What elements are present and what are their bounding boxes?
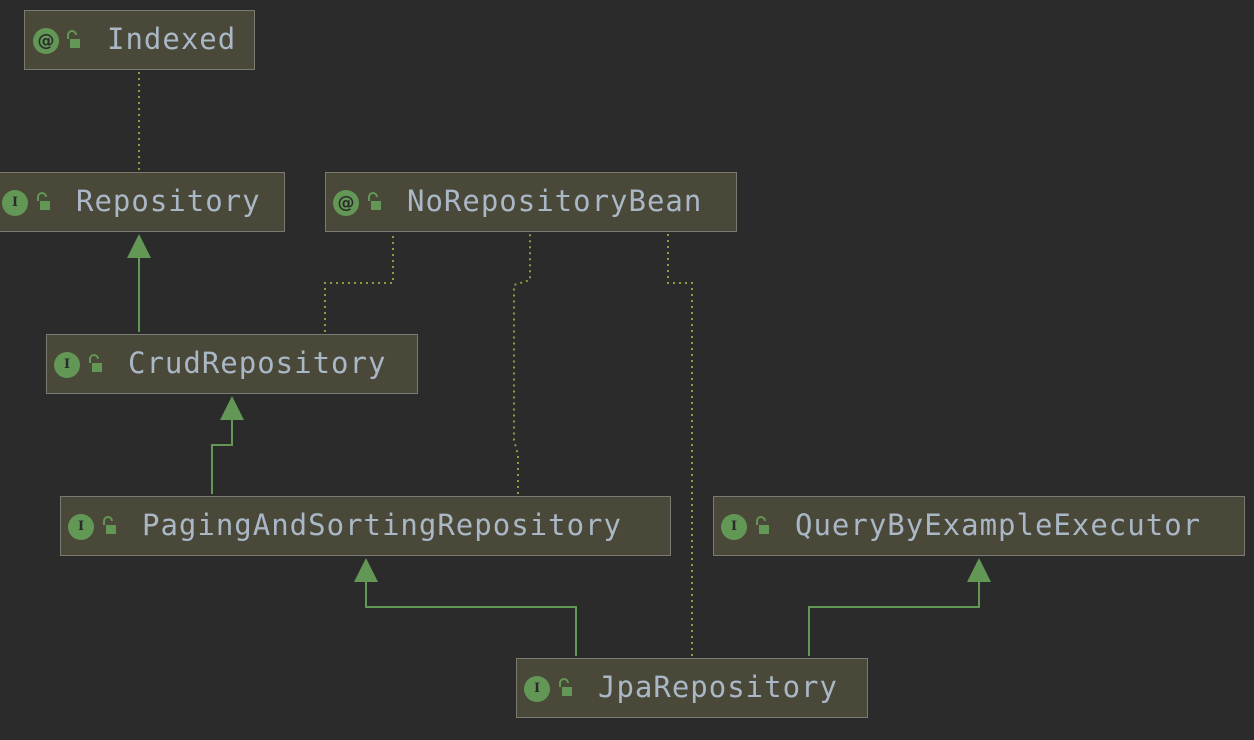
interface-icon: I [68,514,94,540]
interface-icon: I [2,190,28,216]
annotation-icon: @ [33,28,59,54]
edge-jparepository-extends-querybyexampleexecutor [808,582,980,656]
edge-jparepository-annotated-by-norepositorybean [667,234,693,656]
node-jparepository[interactable]: I JpaRepository [516,658,868,718]
node-pagingandsortingrepository[interactable]: I PagingAndSortingRepository [60,496,671,556]
interface-icon: I [54,352,80,378]
edge-crudrepository-annotated-by-norepositorybean [324,234,394,332]
node-label: CrudRepository [128,346,387,380]
annotation-icon: @ [333,190,359,216]
open-lock-icon [368,192,381,210]
inheritance-arrowhead [967,558,991,582]
open-lock-icon [89,354,102,372]
open-lock-icon [559,678,572,696]
edge-pagingandsortingrepository-annotated-by-norepositorybean [513,234,531,494]
node-norepositorybean[interactable]: @ NoRepositoryBean [325,172,737,232]
node-label: JpaRepository [598,670,838,704]
node-indexed[interactable]: @ Indexed [24,10,255,70]
node-label: PagingAndSortingRepository [142,508,622,542]
node-crudrepository[interactable]: I CrudRepository [46,334,418,394]
node-label: QueryByExampleExecutor [795,508,1202,542]
node-repository[interactable]: I Repository [0,172,285,232]
open-lock-icon [37,192,50,210]
node-label: Repository [76,184,261,218]
inheritance-arrowhead [127,234,151,258]
node-querybyexampleexecutor[interactable]: I QueryByExampleExecutor [713,496,1245,556]
node-label: NoRepositoryBean [407,184,703,218]
inheritance-arrowhead [354,558,378,582]
open-lock-icon [756,516,769,534]
open-lock-icon [103,516,116,534]
open-lock-icon [67,30,80,48]
interface-icon: I [721,514,747,540]
node-label: Indexed [107,22,237,56]
edge-pagingandsortingrepository-extends-crudrepository [211,420,233,494]
inheritance-arrowhead [220,396,244,420]
edge-jparepository-extends-pagingandsortingrepository [365,582,577,656]
interface-icon: I [524,676,550,702]
